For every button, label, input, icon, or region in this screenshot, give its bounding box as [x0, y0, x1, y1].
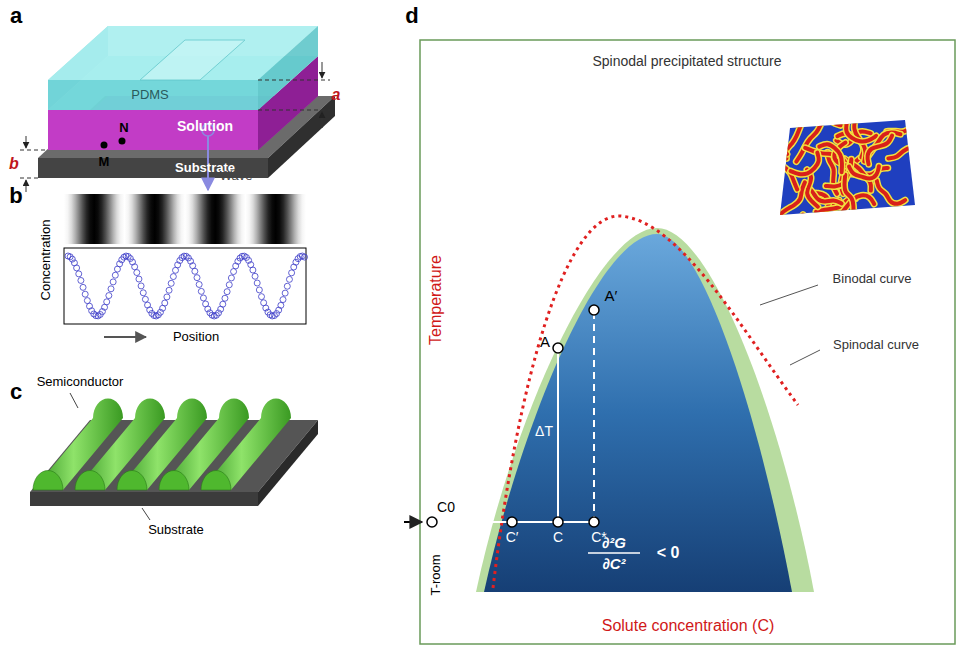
- device-3d: [20, 26, 335, 192]
- axis-label: Solute concentration (C): [602, 617, 775, 635]
- curve-label: Spinodal curve: [833, 338, 919, 352]
- phase-diagram: [404, 40, 955, 644]
- point-label: M: [99, 155, 110, 169]
- part-label: Semiconductor: [37, 375, 124, 389]
- axis-label: Temperature: [427, 255, 445, 345]
- interval-label: ΔT: [535, 424, 553, 439]
- layer-label: PDMS: [131, 88, 169, 102]
- formula-numerator: ∂²G: [602, 535, 626, 552]
- point-label: C0: [437, 500, 455, 515]
- panel-letter: c: [10, 380, 22, 404]
- panel-letter: a: [10, 4, 22, 28]
- point-label: C: [553, 530, 563, 545]
- point-label: C′: [506, 530, 519, 545]
- panel-letter: d: [405, 4, 418, 28]
- panel-letter: b: [9, 184, 22, 208]
- axis-label: Position: [173, 330, 219, 344]
- semiconductor-array: [30, 393, 318, 520]
- point-label: A′: [605, 288, 618, 305]
- axis-label: Concentration: [39, 220, 53, 301]
- curve-label: Binodal curve: [833, 272, 912, 286]
- point-label: A: [540, 334, 550, 351]
- dimension-label: a: [332, 86, 341, 104]
- dimension-label: b: [9, 155, 19, 173]
- concentration-wave: [64, 194, 308, 337]
- wave-label: Wave: [220, 169, 253, 183]
- formula-inequality: < 0: [657, 544, 680, 562]
- part-label: Substrate: [148, 523, 204, 537]
- layer-label: Solution: [177, 119, 233, 134]
- inset-title: Spinodal precipitated structure: [592, 54, 781, 69]
- point-label: N: [119, 121, 128, 135]
- formula-denominator: ∂C²: [602, 556, 625, 573]
- axis-tick-label: T-room: [429, 554, 443, 595]
